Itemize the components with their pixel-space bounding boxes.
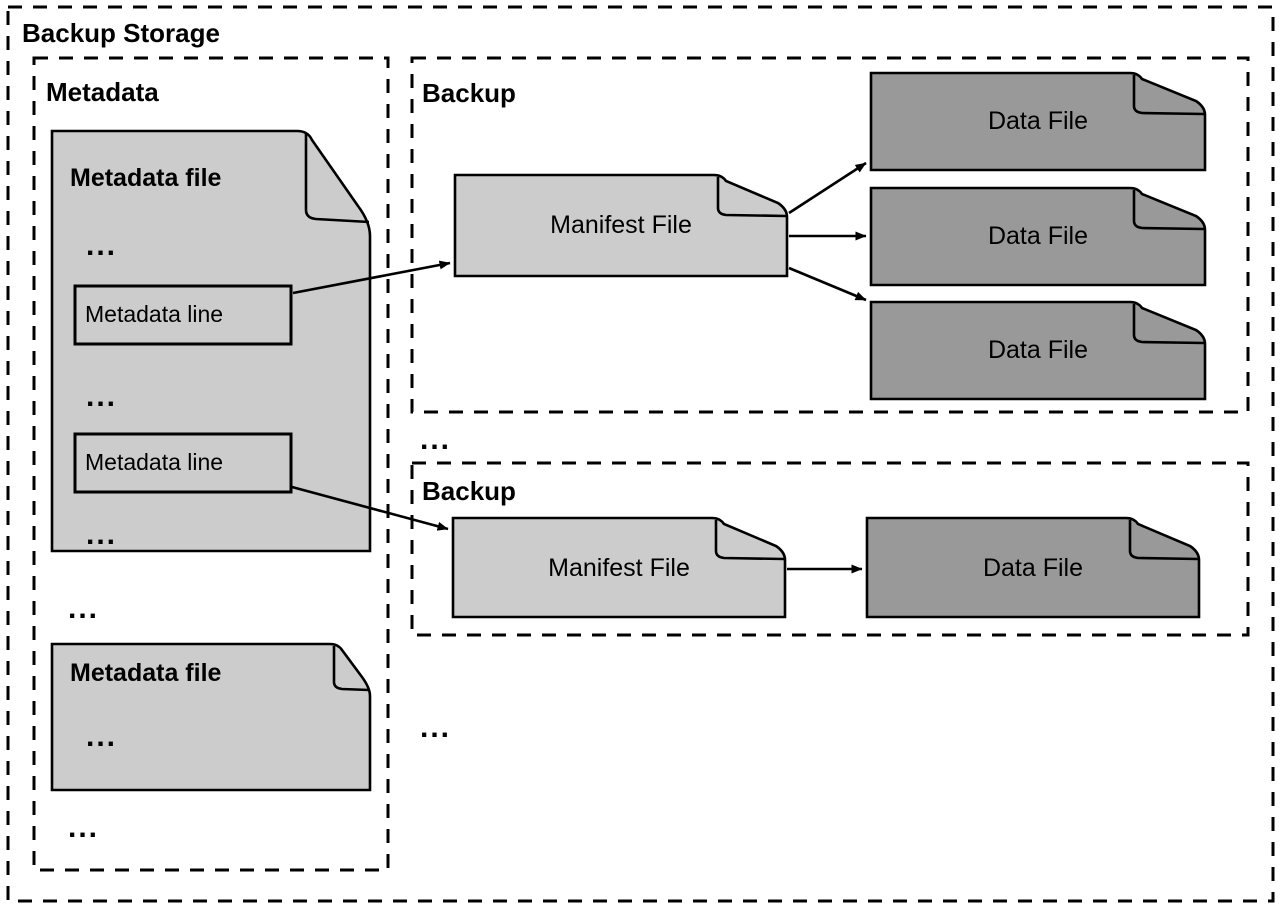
metadata-line-box-2 — [73, 432, 293, 494]
backup-container-1 — [410, 56, 1250, 414]
arrow-manifest-1-to-data-file-1 — [788, 161, 867, 215]
data-file-3-fold — [1132, 304, 1205, 345]
backup-ellipsis-after: ... — [420, 711, 452, 744]
data-file-4-label: Data File — [982, 554, 1084, 582]
backup-2-title: Backup — [422, 476, 516, 506]
data-file-4-fold — [1128, 520, 1199, 561]
metadata-file-2-ellipsis-top: ... — [86, 720, 118, 753]
manifest-file-1-fold — [716, 177, 787, 218]
data-file-4-shape — [865, 516, 1201, 619]
data-file-3-shape — [869, 300, 1207, 401]
data-file-2-shape — [869, 186, 1207, 287]
metadata-section-title: Metadata — [46, 77, 159, 107]
metadata-file-1-ellipsis-bottom: ... — [86, 518, 118, 551]
metadata-file-1-ellipsis-top: ... — [86, 229, 118, 262]
metadata-ellipsis-after-files: ... — [68, 811, 100, 844]
data-file-1-fold — [1132, 75, 1205, 116]
backup-storage-container — [6, 5, 1275, 903]
data-file-1-label: Data File — [987, 107, 1089, 135]
arrow-metadata-line-2-to-manifest-2 — [291, 485, 449, 531]
data-file-2-fold — [1132, 190, 1205, 231]
arrow-manifest-1-to-data-file-3 — [788, 266, 867, 302]
backup-ellipsis-between: ... — [420, 423, 452, 456]
manifest-file-2-fold — [714, 520, 785, 561]
metadata-file-2-shape — [50, 642, 372, 792]
metadata-file-1-title: Metadata file — [70, 164, 222, 192]
page-title: Backup Storage — [22, 18, 220, 48]
metadata-container — [32, 56, 390, 872]
data-file-2-label: Data File — [987, 222, 1089, 250]
metadata-line-label-2: Metadata line — [85, 449, 224, 475]
metadata-file-1-ellipsis-middle: ... — [86, 380, 118, 413]
metadata-file-2-fold — [332, 646, 370, 692]
data-file-3-label: Data File — [987, 336, 1089, 364]
arrow-metadata-line-1-to-manifest-1 — [292, 260, 451, 295]
metadata-file-2-title: Metadata file — [70, 659, 222, 687]
metadata-line-box-1 — [73, 284, 293, 346]
metadata-file-1-fold — [304, 133, 370, 224]
manifest-file-1-label: Manifest File — [550, 211, 692, 239]
backup-1-title: Backup — [422, 78, 516, 108]
metadata-line-label-1: Metadata line — [85, 301, 224, 327]
data-file-1-shape — [869, 71, 1207, 172]
backup-container-2 — [410, 461, 1250, 637]
metadata-ellipsis-between-files: ... — [68, 592, 100, 625]
manifest-file-2-label: Manifest File — [548, 554, 690, 582]
manifest-file-1-shape — [453, 173, 789, 278]
manifest-file-2-shape — [451, 516, 787, 619]
